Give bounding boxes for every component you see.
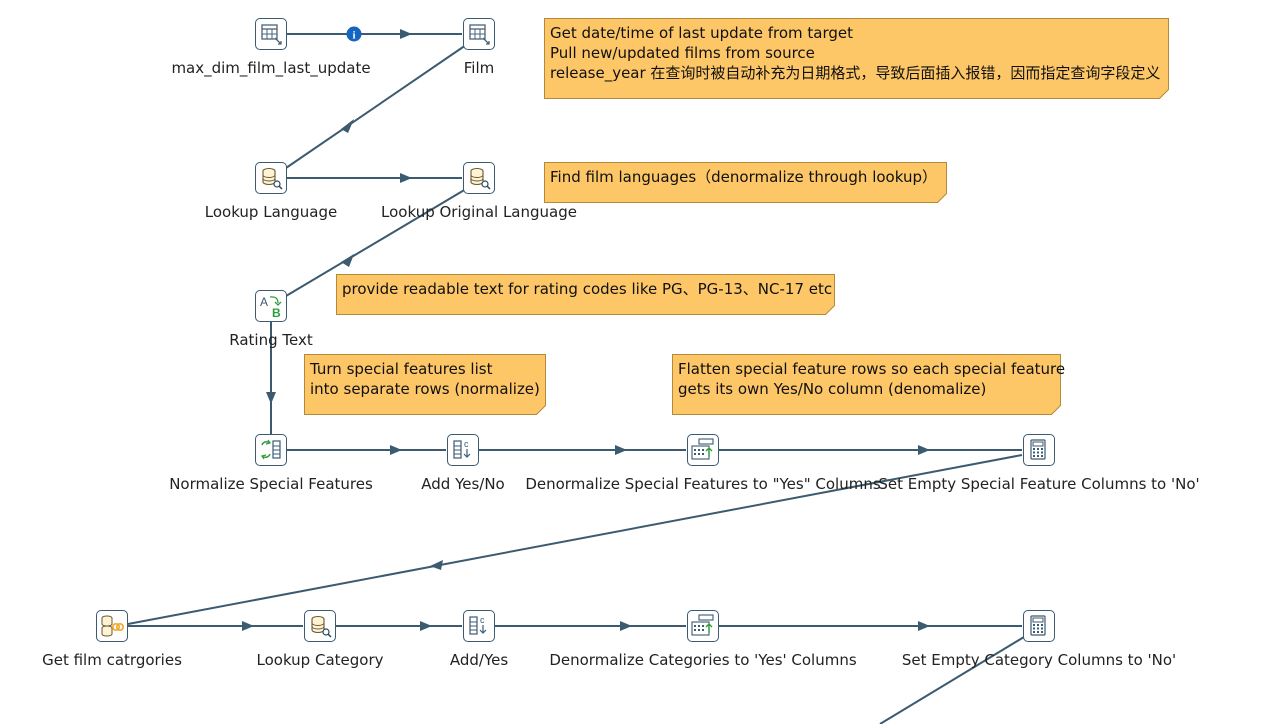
step-label-add-yes: Add/Yes [449,651,509,669]
note-fold-icon [937,193,947,203]
step-label-denormalize-categories: Denormalize Categories to 'Yes' Columns [549,651,857,669]
info-icon[interactable]: i [346,26,362,42]
database-lookup-icon [470,167,491,190]
table-input-icon [261,24,282,45]
svg-text:A: A [260,295,268,309]
note-line: Pull new/updated films from source [550,44,815,62]
note-language[interactable]: Find film languages（denormalize through … [544,162,947,203]
get-film-categories-step[interactable] [96,610,128,642]
note-fold-icon [1159,89,1169,99]
svg-text:i: i [352,30,355,42]
add-constants-icon: c [469,615,487,635]
step-label-set-empty-special: Set Empty Special Feature Columns to 'No… [878,475,1200,493]
note-fold-icon [825,305,835,315]
note-flatten[interactable]: Flatten special feature rows so each spe… [672,354,1066,415]
row-denormaliser-icon [691,438,714,460]
step-label-lookup-category: Lookup Category [256,651,384,669]
film-step[interactable] [463,18,495,50]
hop-setempty-to-getcategories[interactable] [127,454,1023,625]
note-line: Get date/time of last update from target [550,24,853,42]
step-label-lookup-language: Lookup Language [204,203,338,221]
note-rating[interactable]: provide readable text for rating codes l… [336,274,835,315]
step-label-denormalize-special: Denormalize Special Features to "Yes" Co… [525,475,881,493]
set-empty-special-feature-step[interactable] [1023,434,1055,466]
lookup-category-step[interactable] [304,610,336,642]
note-line: Turn special features list [310,360,493,378]
note-line: gets its own Yes/No column (denomalize) [678,380,987,398]
database-join-icon [101,615,124,637]
note-normalize[interactable]: Turn special features list into separate… [304,354,546,415]
step-label-max-dim-film: max_dim_film_last_update [171,59,371,77]
step-label-set-empty-category: Set Empty Category Columns to 'No' [901,651,1177,669]
add-constants-icon: c [453,439,471,459]
step-label-film: Film [463,59,495,77]
note-line: Find film languages（denormalize through … [550,168,937,186]
note-update[interactable]: Get date/time of last update from target… [544,18,1169,99]
note-fold-icon [536,405,546,415]
note-line: Flatten special feature rows so each spe… [678,360,1066,378]
add-yes-step[interactable]: c [463,610,495,642]
database-lookup-icon [262,167,283,190]
step-label-rating-text: Rating Text [229,331,313,349]
svg-text:c: c [480,615,485,625]
database-lookup-icon [311,615,332,638]
hop-original-to-rating[interactable] [285,188,467,297]
lookup-language-step[interactable] [255,162,287,194]
value-mapper-icon: A B [260,295,282,320]
calculator-icon [1030,439,1046,460]
svg-text:c: c [464,439,469,449]
step-label-get-film-categories: Get film catrgories [42,651,182,669]
denormalize-categories-step[interactable] [687,610,719,642]
step-label-lookup-original-language: Lookup Original Language [381,203,577,221]
note-line: provide readable text for rating codes l… [342,280,833,298]
lookup-original-language-step[interactable] [463,162,495,194]
step-label-add-yes-no: Add Yes/No [421,475,505,493]
row-normaliser-icon [260,439,281,460]
table-input-icon [469,24,490,45]
set-empty-category-step[interactable] [1023,610,1055,642]
note-fold-icon [1051,405,1061,415]
note-line: release_year 在查询时被自动补充为日期格式，导致后面插入报错，因而指… [550,64,1161,82]
svg-text:B: B [272,306,281,320]
step-label-normalize: Normalize Special Features [169,475,373,493]
normalize-special-features-step[interactable] [255,434,287,466]
rating-text-step[interactable]: A B [255,290,287,322]
add-yes-no-step[interactable]: c [447,434,479,466]
note-line: into separate rows (normalize) [310,380,540,398]
hop-setemptycat-to-next[interactable] [879,636,1025,724]
calculator-icon [1030,615,1046,636]
max-dim-film-step[interactable] [255,18,287,50]
denormalize-special-features-step[interactable] [687,434,719,466]
row-denormaliser-icon [691,614,714,636]
hop-film-to-lookup-language[interactable] [285,44,467,169]
